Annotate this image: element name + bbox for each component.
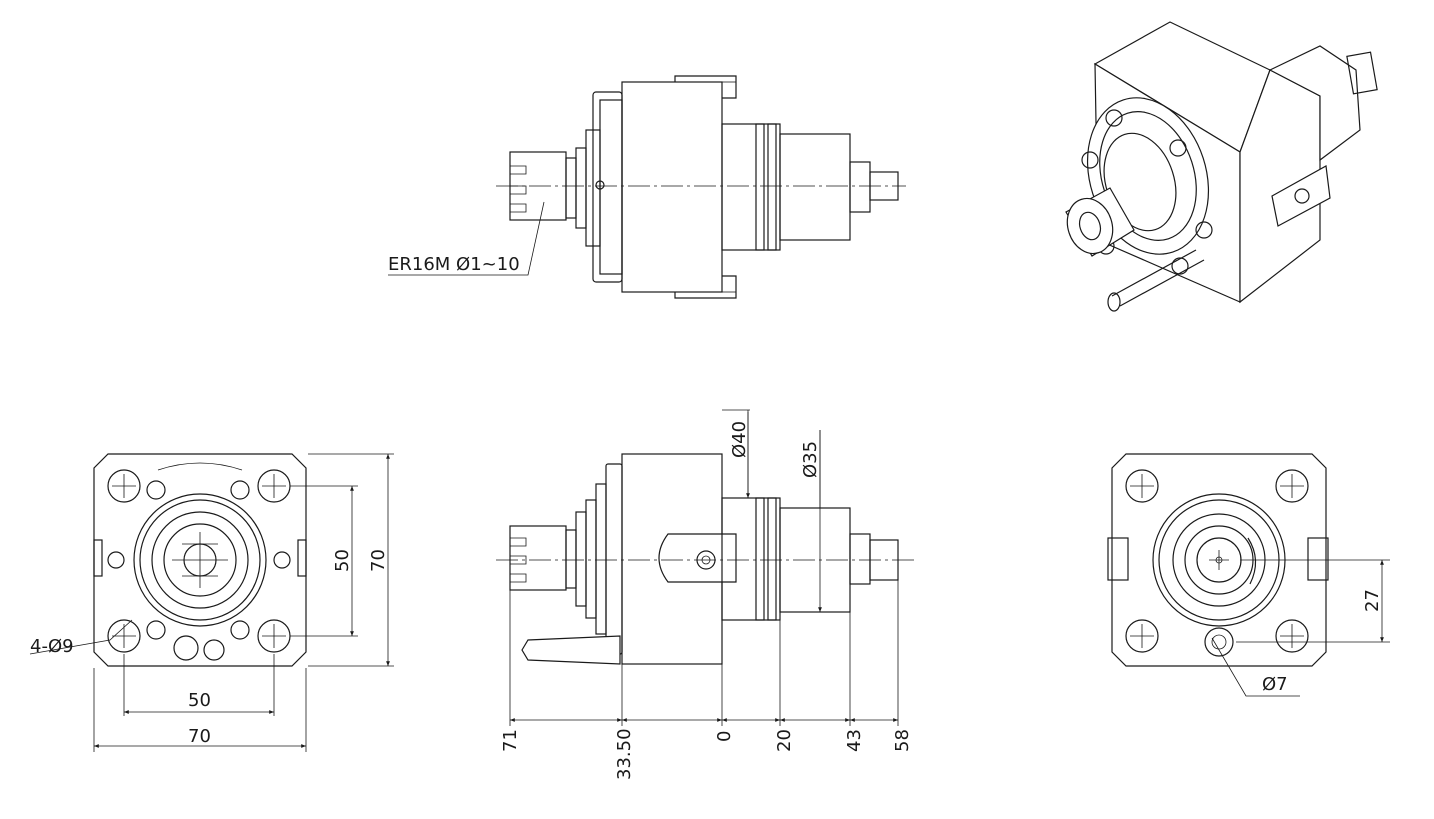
- front-view: [29, 453, 394, 752]
- dim-front-hole-spacing-h: 50: [188, 690, 211, 711]
- collet-label: ER16M Ø1~10: [388, 254, 520, 275]
- dim-front-height: 70: [368, 549, 389, 572]
- dim-offset-2: 33.50: [614, 728, 635, 780]
- dim-offset-3: 0: [714, 731, 735, 742]
- dim-offset-6: 58: [892, 729, 913, 752]
- dim-offset-5: 43: [844, 729, 865, 752]
- dim-rear-offset: 27: [1362, 589, 1383, 612]
- bolt-holes-label: 4-Ø9: [30, 636, 74, 657]
- dim-dia-35: Ø35: [800, 441, 821, 478]
- dim-front-hole-spacing-v: 50: [332, 549, 353, 572]
- dim-dia-40: Ø40: [729, 421, 750, 458]
- dim-front-width: 70: [188, 726, 211, 747]
- top-side-view: [388, 75, 906, 299]
- bottom-side-view: [496, 409, 914, 726]
- dim-offset-4: 20: [774, 729, 795, 752]
- dim-dia-7: Ø7: [1262, 674, 1288, 695]
- dim-offset-1: 71: [500, 729, 521, 752]
- isometric-view: [1065, 21, 1378, 312]
- rear-view: [1107, 453, 1390, 697]
